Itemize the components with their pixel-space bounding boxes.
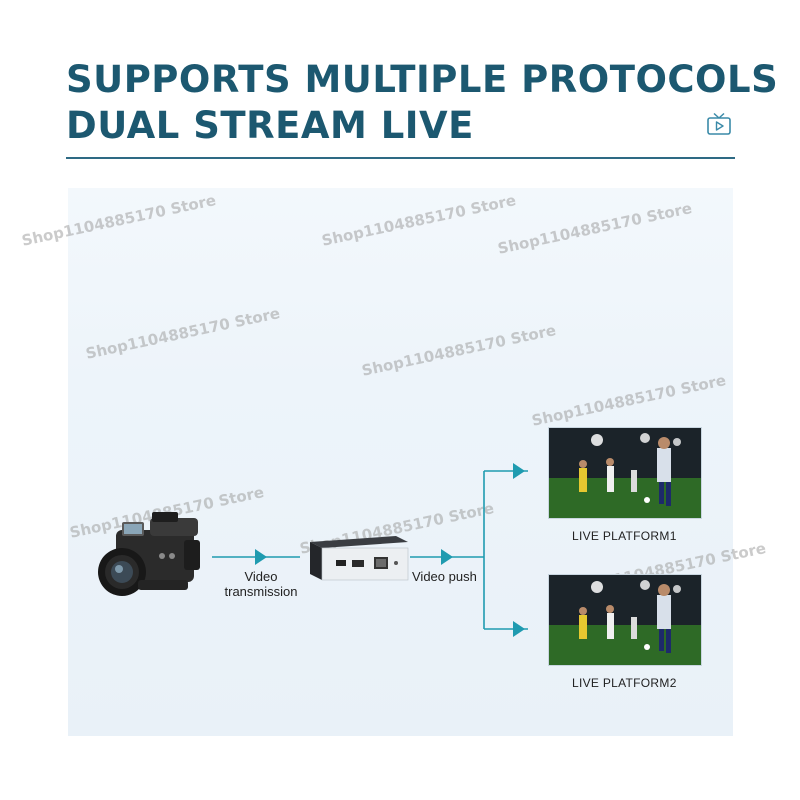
title-line-2: DUAL STREAM LIVE [66, 104, 474, 147]
title-line-1: SUPPORTS MULTIPLE PROTOCOLS [66, 58, 779, 101]
live-platform-1-image [548, 427, 702, 519]
arrow-icon [441, 549, 453, 565]
arrow-icon [513, 463, 525, 479]
camcorder-image [98, 512, 200, 596]
arrow-icon [255, 549, 267, 565]
tv-play-icon [707, 112, 731, 135]
header-divider [66, 157, 735, 159]
soccer-match-photo [549, 428, 701, 518]
live-platform-2-image [548, 574, 702, 666]
soccer-match-photo [549, 575, 701, 665]
live-platform-1-label: LIVE PLATFORM1 [572, 529, 677, 543]
edge-label-push: Video push [412, 569, 477, 584]
edge-label-transmission: Video transmission [224, 569, 298, 599]
live-platform-2-label: LIVE PLATFORM2 [572, 676, 677, 690]
encoder-device-image [310, 536, 409, 581]
arrow-icon [513, 621, 525, 637]
